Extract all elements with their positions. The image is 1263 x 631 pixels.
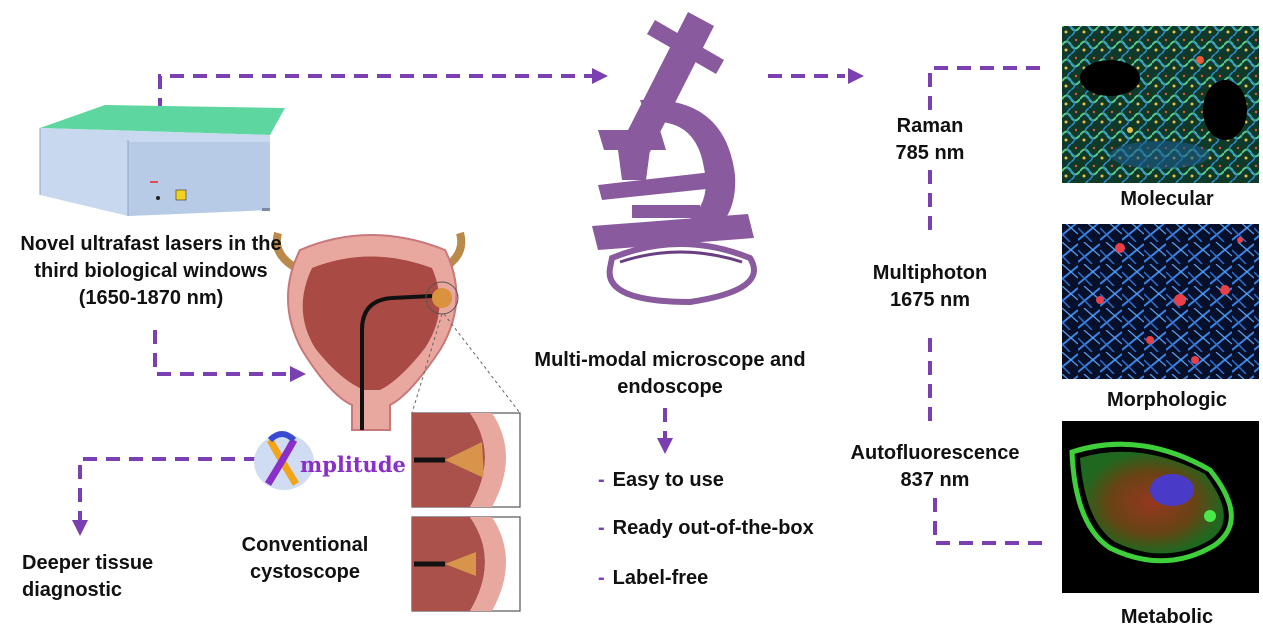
laser-label: Novel ultrafast lasers in the third biol… — [5, 231, 297, 312]
metabolic-label: Metabolic — [1062, 604, 1263, 631]
metabolic-image — [1062, 421, 1259, 593]
feature-item: -Label-free — [598, 566, 708, 590]
deeper-tissue-label: Deeper tissue diagnostic — [22, 550, 222, 604]
microscope-label: Multi-modal microscope and endoscope — [530, 347, 810, 401]
morphologic-image — [1062, 224, 1259, 379]
zoom-panel-bottom — [412, 517, 520, 611]
feature-item: -Easy to use — [598, 468, 724, 492]
laser-box — [40, 105, 285, 216]
morphologic-label: Morphologic — [1062, 387, 1263, 414]
amplitude-logo-text: mplitude — [300, 452, 406, 477]
microscope-icon — [592, 12, 754, 302]
zoom-panel-top — [412, 413, 520, 507]
cystoscope-label: Conventional cystoscope — [215, 532, 395, 586]
molecular-label: Molecular — [1062, 186, 1263, 213]
molecular-image — [1062, 26, 1259, 183]
feature-item: -Ready out-of-the-box — [598, 516, 814, 540]
bladder-illustration — [277, 233, 520, 430]
